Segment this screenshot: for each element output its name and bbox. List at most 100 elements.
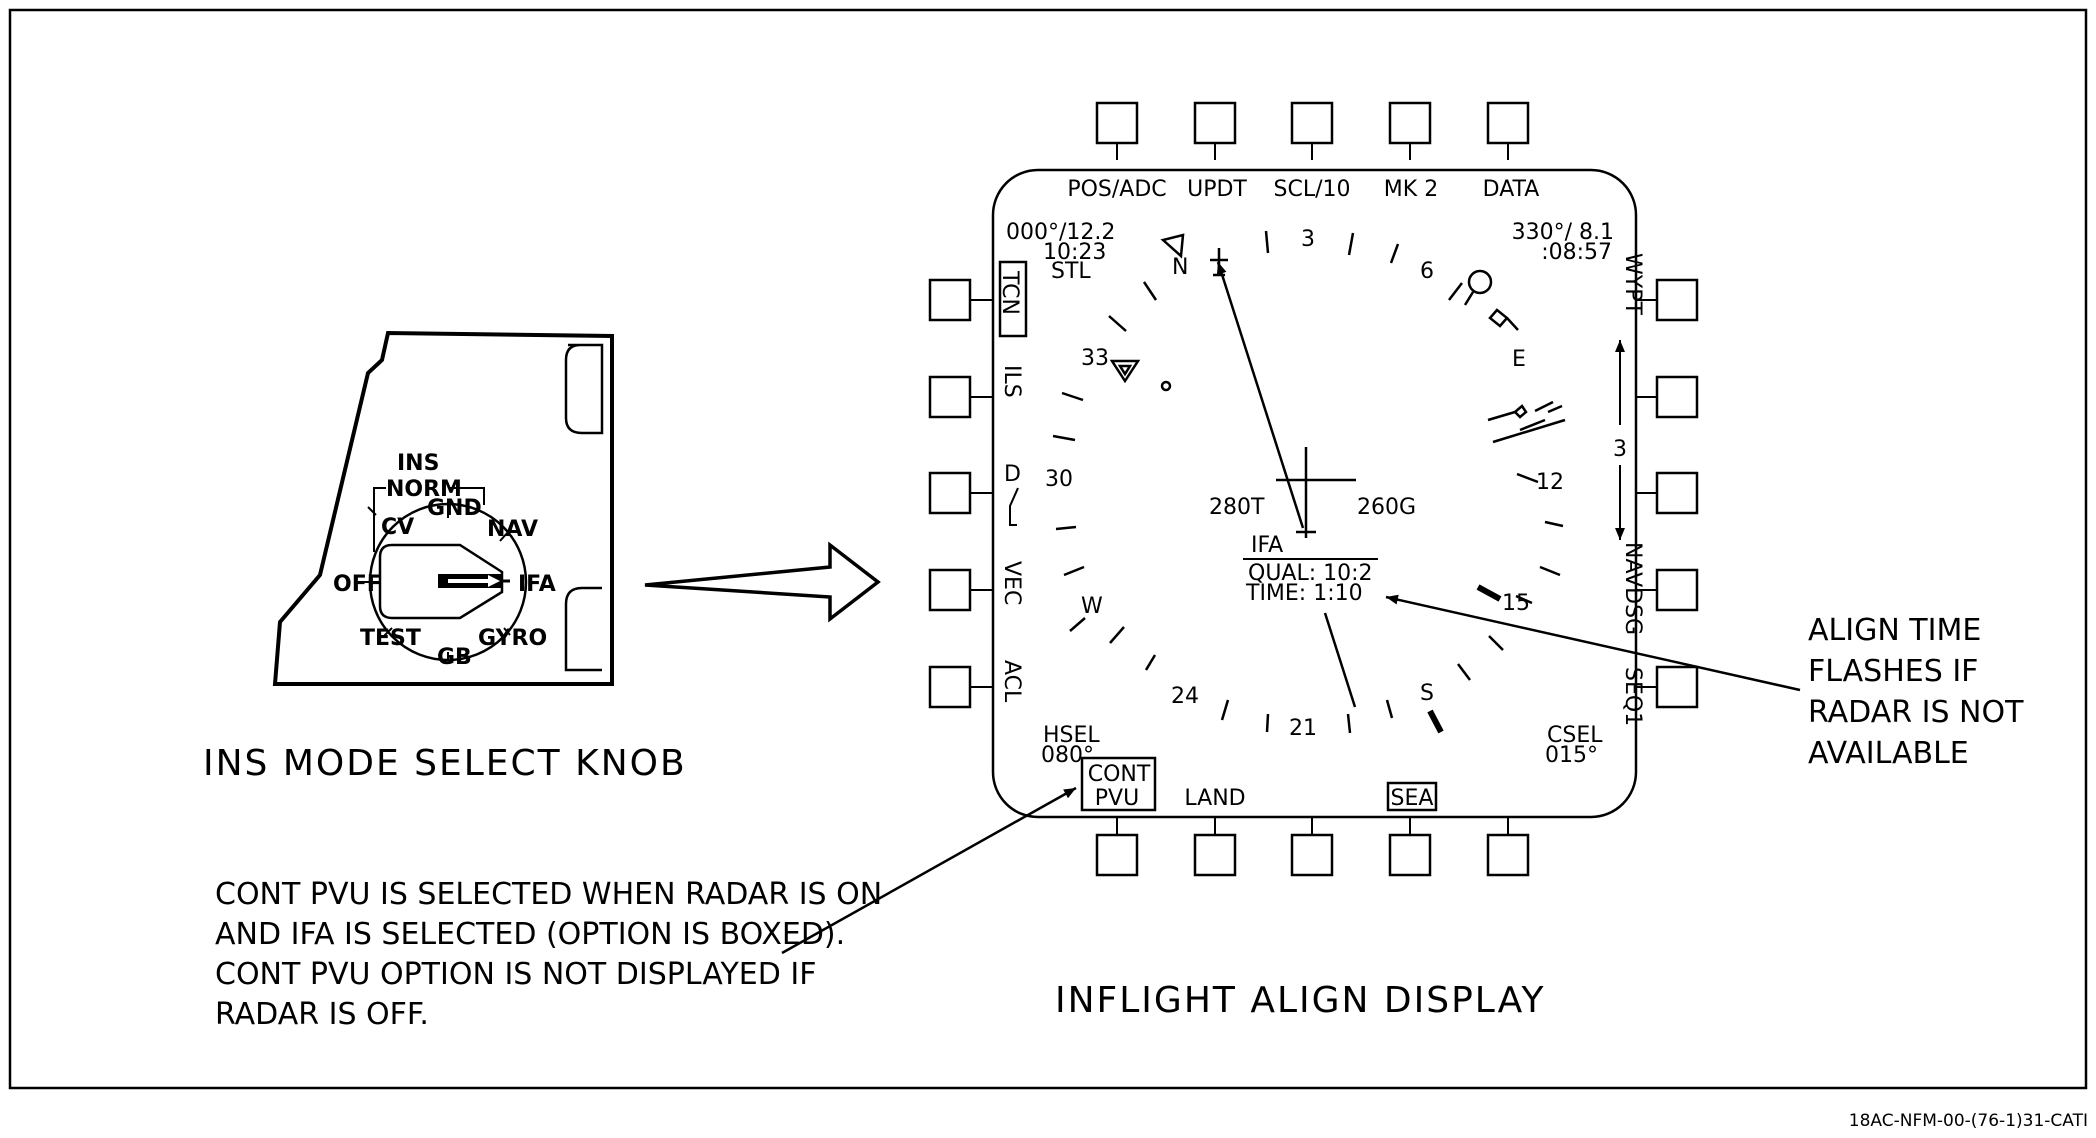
knob-panel-outline xyxy=(272,330,614,686)
pushbutton-right-2[interactable] xyxy=(1655,375,1699,419)
tcn-box xyxy=(998,260,1028,338)
cont-pvu-note-line-2: AND IFA IS SELECTED (OPTION IS BOXED). xyxy=(215,917,845,952)
cont-pvu-leader xyxy=(781,786,1077,955)
true-airspeed: 280T xyxy=(1209,495,1265,520)
option-pos-adc[interactable]: POS/ADC xyxy=(1067,177,1166,202)
option-vec[interactable]: VEC xyxy=(999,561,1024,605)
knob-position-gnd: GND xyxy=(427,496,482,521)
pushbutton-top-1[interactable] xyxy=(1095,101,1139,145)
cont-pvu-box xyxy=(1080,756,1157,812)
heading-marker-15 xyxy=(1476,584,1502,602)
option-seq1[interactable]: SEQ1 xyxy=(1620,667,1645,726)
csel-label: CSEL xyxy=(1547,723,1603,748)
cont-pvu-note-line-3: CONT PVU OPTION IS NOT DISPLAYED IF xyxy=(215,957,816,992)
inflight-align-display: POS/ADC UPDT SCL/10 MK 2 DATA CONT PVU L… xyxy=(928,101,1699,1021)
tacan-bearing-range: 000°/12.2 xyxy=(1006,220,1115,245)
pointer-arrow xyxy=(644,541,881,623)
pushbutton-left-3[interactable] xyxy=(928,471,972,515)
pushbutton-top-5[interactable] xyxy=(1486,101,1530,145)
option-data[interactable]: DATA xyxy=(1483,177,1540,202)
knob-position-nav: NAV xyxy=(487,517,538,542)
wind-barb-2 xyxy=(1519,418,1546,432)
option-mk2[interactable]: MK 2 xyxy=(1384,177,1438,202)
pushbutton-bottom-3[interactable] xyxy=(1290,833,1334,877)
knob-panel-inner-bottom xyxy=(564,586,602,672)
option-wypt[interactable]: WYPT xyxy=(1620,253,1645,315)
option-cont[interactable]: CONT xyxy=(1088,762,1151,787)
waypoint-triangle-icon xyxy=(1160,233,1185,259)
compass-12: 12 xyxy=(1536,470,1564,495)
heading-marker-s xyxy=(1427,709,1444,734)
pushbutton-bottom-1[interactable] xyxy=(1095,833,1139,877)
wind-barb xyxy=(1492,418,1566,444)
pushbutton-right-3[interactable] xyxy=(1655,471,1699,515)
option-navdsg[interactable]: NAVDSG xyxy=(1620,542,1645,635)
tacan-triangle-icon xyxy=(1109,359,1141,384)
figure-id: 18AC-NFM-00-(76-1)31-CATI xyxy=(1849,1111,2088,1131)
compass-ticks xyxy=(1052,230,1564,734)
sea-box xyxy=(1386,781,1438,812)
pushbutton-bottom-4[interactable] xyxy=(1388,833,1432,877)
align-time-note-line-2: FLASHES IF xyxy=(1808,654,1978,689)
ifa-label: IFA xyxy=(1251,533,1283,558)
option-tcn[interactable]: TCN xyxy=(997,270,1022,315)
csel-value: 015° xyxy=(1545,743,1598,768)
velocity-vector-cross-icon xyxy=(1276,447,1356,538)
cont-pvu-note-line-4: RADAR IS OFF. xyxy=(215,997,429,1032)
option-sea[interactable]: SEA xyxy=(1391,786,1434,811)
option-updt[interactable]: UPDT xyxy=(1187,177,1247,202)
option-scl[interactable]: SCL/10 xyxy=(1274,177,1351,202)
aircraft-heading-icon xyxy=(1210,248,1228,277)
small-circle-icon xyxy=(1160,380,1172,392)
pushbutton-top-4[interactable] xyxy=(1388,101,1432,145)
knob-position-off: OFF xyxy=(333,572,382,597)
markpoint-icon xyxy=(1488,308,1519,331)
align-time-note-line-4: AVAILABLE xyxy=(1808,736,1969,771)
course-line xyxy=(1323,612,1357,708)
option-ils[interactable]: ILS xyxy=(999,365,1024,398)
pushbutton-bottom-5[interactable] xyxy=(1486,833,1530,877)
knob-title: INS MODE SELECT KNOB xyxy=(203,743,687,784)
knob-position-gb: GB xyxy=(437,645,472,670)
compass-3: 3 xyxy=(1301,227,1315,252)
pushbutton-left-5[interactable] xyxy=(928,665,972,709)
knob-panel-inner-top xyxy=(564,343,604,435)
norm-label: NORM xyxy=(386,477,462,502)
compass-6: 6 xyxy=(1420,259,1434,284)
pushbutton-right-4[interactable] xyxy=(1655,568,1699,612)
pushbutton-left-2[interactable] xyxy=(928,375,972,419)
align-time-note-line-1: ALIGN TIME xyxy=(1808,613,1981,648)
cont-pvu-note-line-1: CONT PVU IS SELECTED WHEN RADAR IS ON xyxy=(215,877,882,912)
ins-label: INS xyxy=(397,451,439,476)
heading-pointer xyxy=(1216,261,1305,529)
option-d[interactable]: D xyxy=(1004,462,1021,487)
tacan-station: STL xyxy=(1051,259,1091,284)
option-seq-value: 3 xyxy=(1613,437,1627,462)
waypoint-time: :08:57 xyxy=(1541,240,1612,265)
pushbutton-bottom-2[interactable] xyxy=(1193,833,1237,877)
knob-position-gyro: GYRO xyxy=(478,626,547,651)
norm-bracket xyxy=(373,487,485,552)
pushbutton-left-4[interactable] xyxy=(928,568,972,612)
hsel-label: HSEL xyxy=(1043,723,1100,748)
knob-position-cv: CV xyxy=(381,515,414,540)
pushbutton-top-3[interactable] xyxy=(1290,101,1334,145)
display-title: INFLIGHT ALIGN DISPLAY xyxy=(1055,980,1546,1021)
compass-21: 21 xyxy=(1289,716,1317,741)
wind-symbol-icon xyxy=(1487,404,1528,422)
ins-knob-panel: INS NORM CV GND NAV OFF IFA TEST GB GYRO… xyxy=(203,330,687,784)
ground-speed: 260G xyxy=(1357,495,1416,520)
compass-30: 30 xyxy=(1045,467,1073,492)
alignment-time: TIME: 1:10 xyxy=(1245,581,1363,606)
option-land[interactable]: LAND xyxy=(1184,786,1245,811)
option-acl[interactable]: ACL xyxy=(999,660,1024,703)
pushbutton-right-5[interactable] xyxy=(1655,665,1699,709)
pushbutton-left-1[interactable] xyxy=(928,278,972,322)
pushbutton-top-2[interactable] xyxy=(1193,101,1237,145)
option-pvu[interactable]: PVU xyxy=(1095,786,1139,811)
tacan-time: 10:23 xyxy=(1043,240,1106,265)
hsel-value: 080° xyxy=(1041,743,1094,768)
compass-15: 15 xyxy=(1502,591,1530,616)
pushbutton-right-1[interactable] xyxy=(1655,278,1699,322)
compass-n: N xyxy=(1172,255,1188,280)
